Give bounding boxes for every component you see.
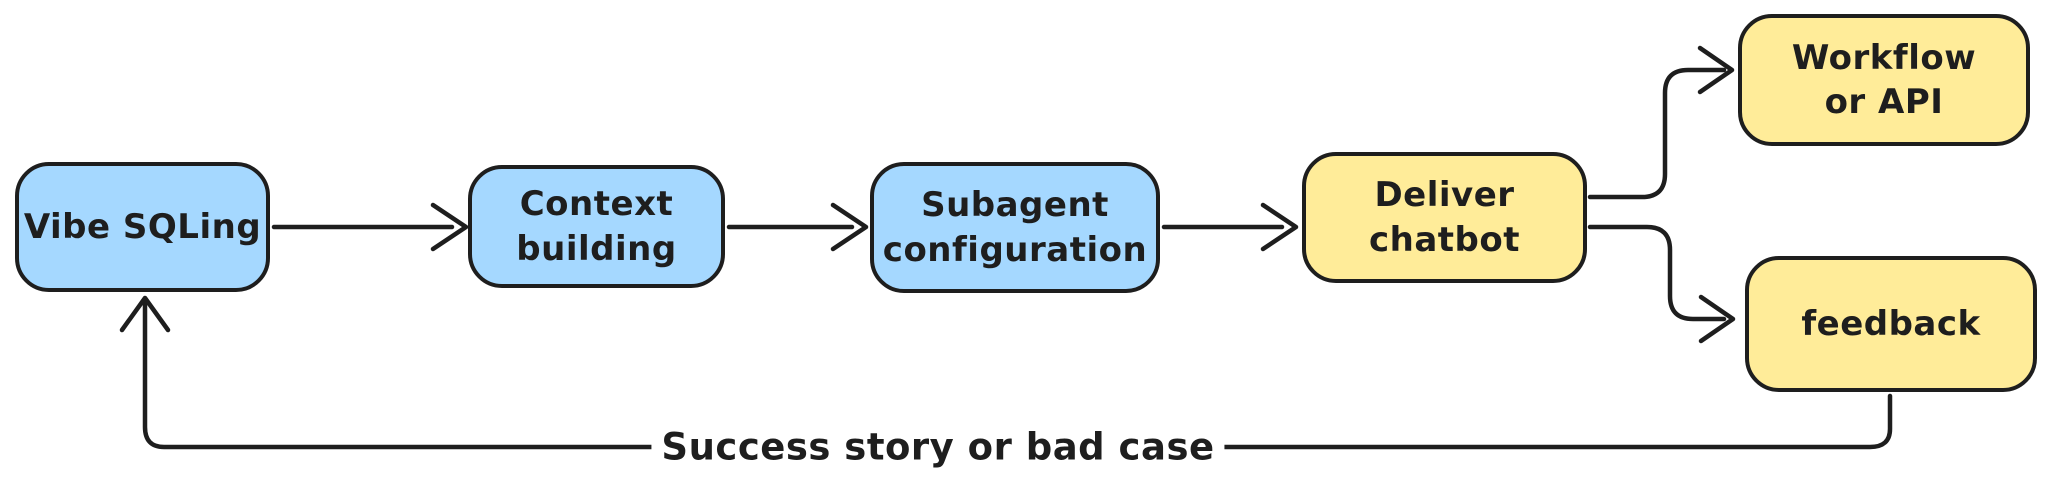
feedback-loop-label: Success story or bad case xyxy=(651,423,1225,471)
node-label-line: configuration xyxy=(882,229,1148,270)
node-workflow-or-api: Workflow or API xyxy=(1738,14,2030,146)
node-subagent-configuration: Subagent configuration xyxy=(870,162,1160,293)
node-feedback: feedback xyxy=(1745,256,2037,392)
node-label-line: or API xyxy=(1824,82,1944,122)
arrow-vibe-to-context xyxy=(271,202,469,252)
node-deliver-chatbot: Deliver chatbot xyxy=(1302,152,1587,283)
arrow-deliver-to-feedback xyxy=(1587,224,1736,344)
node-label-line: building xyxy=(516,228,677,269)
node-label-line: Context xyxy=(519,184,674,225)
arrow-context-to-subagent xyxy=(726,202,869,252)
arrow-deliver-to-workflow xyxy=(1587,45,1735,200)
node-label-line: chatbot xyxy=(1368,219,1520,260)
node-label-line: Subagent xyxy=(921,185,1109,226)
node-label-line: Deliver xyxy=(1374,175,1515,216)
node-label: Vibe SQLing xyxy=(23,206,262,247)
node-label-line: Workflow xyxy=(1791,37,1977,78)
arrow-subagent-to-deliver xyxy=(1161,202,1299,252)
node-context-building: Context building xyxy=(468,165,725,288)
node-vibe-sqling: Vibe SQLing xyxy=(15,162,270,292)
node-label: feedback xyxy=(1801,303,1981,344)
